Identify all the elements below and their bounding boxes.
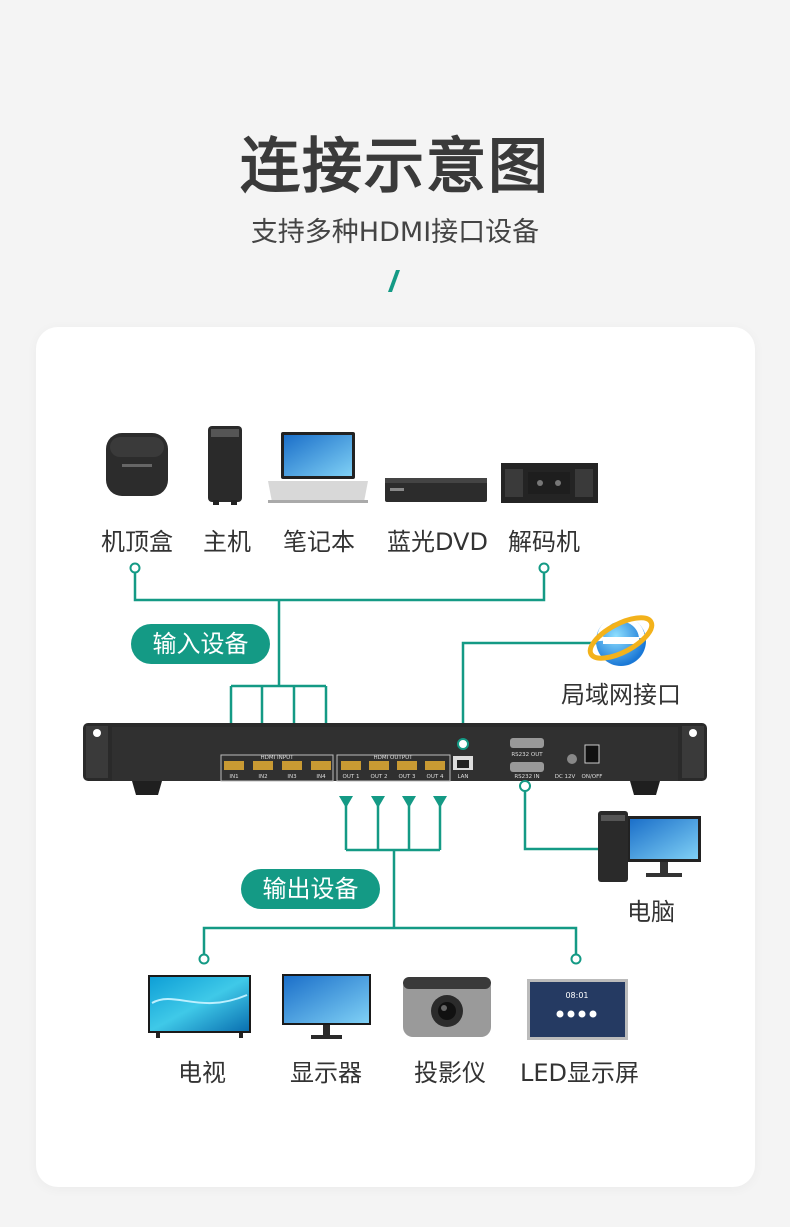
monitor-icon — [282, 974, 371, 1039]
rs232-endpoint — [519, 780, 531, 792]
output-device-label-tv: 电视 — [178, 1059, 226, 1087]
host-pc-icon — [208, 426, 242, 505]
input-endpoint-left — [129, 562, 141, 574]
hdmi-output-label: HDMI OUTPUT — [374, 755, 414, 761]
switcher-labels: HDMI INPUT HDMI OUTPUT IN1 IN2 IN3 IN4 O… — [229, 752, 602, 780]
port-in1: IN1 — [229, 774, 238, 780]
input-device-label-laptop: 笔记本 — [283, 528, 355, 556]
input-device-label-decoder: 解码机 — [508, 528, 580, 556]
input-connection-lines — [133, 572, 600, 740]
page-subtitle: 支持多种HDMI接口设备 — [250, 217, 540, 248]
input-endpoint-right — [538, 562, 550, 574]
set-top-box-icon — [106, 433, 168, 496]
lan-endpoint — [457, 738, 469, 750]
port-out2: OUT 2 — [371, 774, 388, 780]
port-power-switch: ON/OFF — [582, 774, 603, 780]
output-connection-lines — [202, 791, 600, 955]
computer-icon — [598, 811, 701, 882]
output-endpoint-right — [570, 953, 582, 965]
output-device-label-projector: 投影仪 — [414, 1059, 486, 1087]
output-device-label-led: LED显示屏 — [520, 1059, 640, 1087]
port-out4: OUT 4 — [427, 774, 444, 780]
bluray-player-icon — [385, 478, 487, 502]
output-device-label-monitor: 显示器 — [290, 1059, 362, 1087]
port-lan: LAN — [457, 774, 468, 780]
port-out3: OUT 3 — [399, 774, 416, 780]
port-rs232-in: RS232 IN — [514, 774, 539, 780]
lan-label: 局域网接口 — [561, 681, 681, 709]
output-endpoint-left — [198, 953, 210, 965]
port-out1: OUT 1 — [343, 774, 360, 780]
input-device-label-set-top-box: 机顶盒 — [101, 528, 173, 556]
led-screen-clock: 08:01 — [565, 991, 588, 1000]
port-in4: IN4 — [316, 774, 326, 780]
output-group-badge: 输出设备 — [241, 869, 380, 909]
projector-icon — [403, 977, 491, 1037]
laptop-icon — [268, 432, 368, 503]
hdmi-input-label: HDMI INPUT — [261, 755, 295, 761]
computer-label: 电脑 — [627, 898, 675, 926]
port-in3: IN3 — [287, 774, 297, 780]
page-title: 连接示意图 — [240, 132, 550, 202]
output-arrow-icons — [339, 796, 447, 808]
port-in2: IN2 — [258, 774, 267, 780]
tv-icon — [148, 975, 251, 1038]
hdmi-matrix-switcher — [83, 723, 707, 795]
port-rs232-out: RS232 OUT — [511, 752, 543, 758]
input-group-badge: 输入设备 — [131, 624, 270, 664]
decoder-icon — [501, 463, 598, 503]
led-screen-icon: 08:01 — [527, 979, 628, 1040]
ie-browser-icon — [587, 615, 655, 666]
port-dc: DC 12V — [555, 774, 576, 780]
input-device-label-bluray: 蓝光DVD — [387, 528, 488, 556]
input-device-label-host: 主机 — [203, 528, 251, 556]
